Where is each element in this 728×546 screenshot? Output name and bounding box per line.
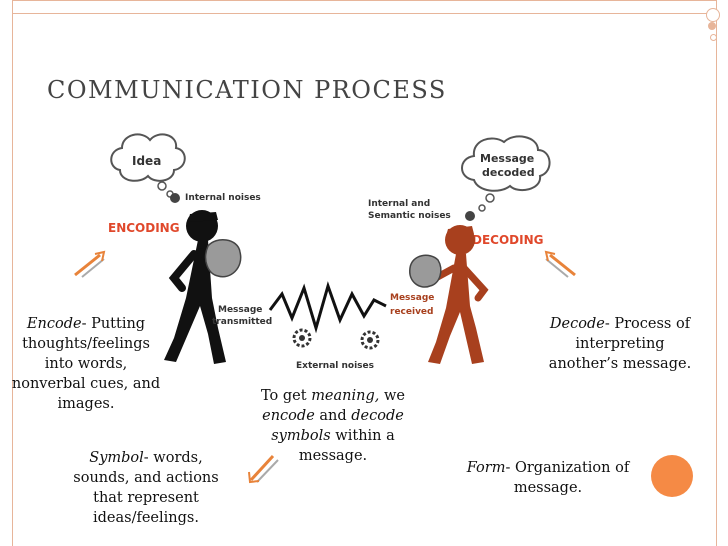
symbol-term: Symbol <box>89 450 144 466</box>
meaning-text-2: we <box>379 388 405 404</box>
arrow-decode-icon <box>544 250 576 278</box>
meaning-message: message. <box>298 448 368 464</box>
internal-noises-label: Internal noises <box>185 193 261 203</box>
external-noises-label: External noises <box>296 361 374 371</box>
receiver-figure <box>409 225 489 364</box>
message-received-label-2: received <box>390 307 433 317</box>
message-decoded-label-2: decoded <box>482 166 535 179</box>
page-title: COMMUNICATION PROCESS <box>47 76 447 104</box>
internal-semantic-label-2: Semantic noises <box>368 211 451 221</box>
arrow-symbol-icon <box>248 454 279 484</box>
decode-text: - Process of interpreting another’s mess… <box>548 316 692 372</box>
decorative-circle-filled <box>708 22 716 30</box>
decode-term: Decode <box>549 316 605 332</box>
semantic-noise-dot <box>465 211 475 221</box>
frame-top-line <box>12 0 716 1</box>
message-wave <box>268 281 387 334</box>
meaning-encode: encode <box>262 408 315 424</box>
encode-term: Encode <box>26 316 82 332</box>
decorative-circle-small <box>710 34 717 41</box>
symbol-definition: Symbol- words, sounds, and actions that … <box>62 448 230 528</box>
internal-semantic-label-1: Internal and <box>368 199 430 209</box>
meaning-decode: decode <box>351 408 404 424</box>
meaning-statement: To get meaning, we encode and decode sym… <box>244 386 422 466</box>
meaning-text-1: To get <box>261 388 312 404</box>
decorative-circle-outline <box>706 8 720 22</box>
sender-figure <box>164 210 242 364</box>
frame-right-line <box>716 0 717 546</box>
encode-text: - Putting thoughts/feelings into words, … <box>11 316 161 412</box>
arrow-encode-icon <box>74 250 106 278</box>
external-noise-gear-left <box>292 328 312 348</box>
frame-top-line-inner <box>12 13 716 14</box>
idea-label: Idea <box>132 154 161 168</box>
meaning-within: within a <box>330 428 395 444</box>
internal-noise-dot <box>170 193 180 203</box>
message-decoded-cloud: Message decoded <box>461 135 551 212</box>
form-text: - Organization of message. <box>505 460 630 496</box>
idea-thought-cloud: Idea <box>110 133 186 198</box>
decoding-label: DECODING <box>472 233 543 247</box>
encoding-label: ENCODING <box>108 221 180 235</box>
form-definition: Form- Organization of message. <box>450 458 646 498</box>
decode-definition: Decode- Process of interpreting another’… <box>548 314 692 374</box>
external-noise-gear-right <box>360 330 380 350</box>
form-term: Form <box>466 460 506 476</box>
message-decoded-label-1: Message <box>480 152 534 165</box>
frame-left-line <box>12 0 13 546</box>
meaning-symbols: symbols <box>271 428 331 444</box>
message-transmitted-label-2: transmitted <box>212 317 272 327</box>
communication-diagram: Idea Message decoded Internal noises Int… <box>108 133 551 371</box>
encode-definition: Encode- Putting thoughts/feelings into w… <box>8 314 164 414</box>
symbol-text: - words, sounds, and actions that repres… <box>73 450 219 526</box>
accent-circle <box>651 455 693 497</box>
meaning-and: and <box>314 408 352 424</box>
meaning-term: meaning, <box>311 388 380 404</box>
message-received-label-1: Message <box>390 293 434 303</box>
message-transmitted-label-1: Message <box>218 305 262 315</box>
